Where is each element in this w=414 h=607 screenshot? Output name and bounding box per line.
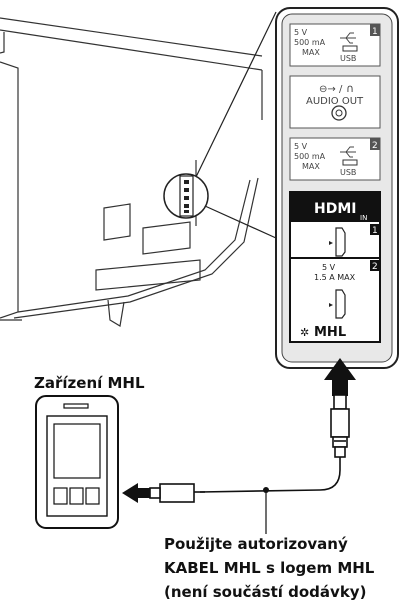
hdmi-port-2-voltage: 5 V — [322, 263, 336, 272]
usb-2-max: MAX — [302, 162, 320, 171]
usb-2-usb: USB — [340, 168, 356, 177]
usb-2-number: 2 — [372, 141, 378, 151]
mhl-logo: MHL — [314, 325, 346, 340]
audio-slash: / — [339, 84, 343, 95]
hdmi-block — [289, 191, 381, 343]
usb-1-max: MAX — [302, 48, 320, 57]
port-zoom-circle — [163, 173, 209, 219]
usb-1-usb: USB — [340, 54, 356, 63]
usb-1-number: 1 — [372, 27, 378, 37]
usb-2-current: 500 mA — [294, 152, 326, 161]
usb-icon — [340, 32, 356, 158]
audio-labels: ⊖→ / ∩ AUDIO OUT — [306, 82, 364, 107]
tv-outline — [0, 17, 263, 327]
cable-note-line-2: KABEL MHL s logem MHL — [164, 559, 375, 577]
hdmi-in-label: IN — [360, 214, 367, 222]
mhl-device-phone — [35, 395, 119, 529]
cable-note-line-3: (není součástí dodávky) — [164, 583, 367, 601]
usb-1-voltage: 5 V — [294, 28, 308, 37]
hdmi-labels: HDMI IN 1 2 5 V 1.5 A MAX ✲ MHL — [300, 201, 378, 340]
headphone-icon: ∩ — [346, 82, 354, 95]
hdmi-port-2-current: 1.5 A MAX — [314, 273, 356, 282]
usb-2-labels: 5 V 500 mA MAX USB 2 — [294, 141, 378, 177]
usb-port-1-box — [289, 23, 381, 67]
hdmi-port-2-number: 2 — [372, 262, 378, 272]
connect-arrow-up — [324, 358, 356, 396]
cable-note-leader — [263, 487, 269, 534]
usb-port-2-box — [289, 137, 381, 181]
usb-2-voltage: 5 V — [294, 142, 308, 151]
hdmi-logo: HDMI — [314, 201, 356, 217]
hdmi-port-1-number: 1 — [372, 226, 378, 236]
usb-1-labels: 5 V 500 mA MAX USB 1 — [294, 27, 378, 63]
usb-1-current: 500 mA — [294, 38, 326, 47]
mhl-device-label: Zařízení MHL — [34, 374, 145, 392]
mhl-cable-device-end — [122, 483, 205, 503]
cable-note-line-1: Použijte autorizovaný — [164, 535, 348, 553]
optical-icon: ⊖→ — [319, 84, 336, 95]
audio-out-label: AUDIO OUT — [306, 96, 364, 107]
cable-note: Použijte autorizovaný KABEL MHL s logem … — [164, 532, 374, 604]
mhl-star-icon: ✲ — [300, 326, 309, 339]
audio-out-box — [289, 75, 381, 129]
mhl-cable-plug — [199, 394, 350, 493]
zoom-leader-lines — [195, 11, 277, 239]
